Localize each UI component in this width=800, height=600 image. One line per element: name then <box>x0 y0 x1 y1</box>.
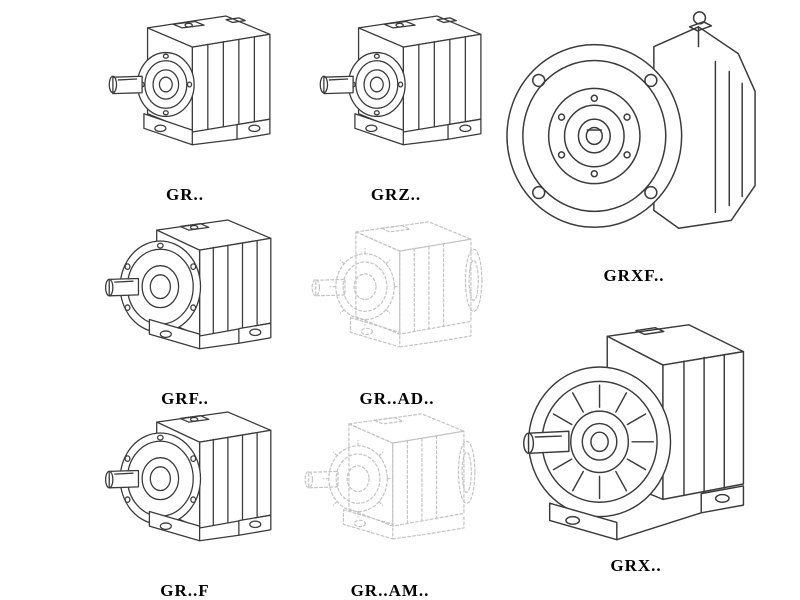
figure-label-grz: GRZ.. <box>370 185 422 204</box>
gear-reducer-drawing-gr <box>89 6 281 184</box>
figure-label-gr-f: GR..F <box>160 581 210 600</box>
gear-reducer-drawing-gr-ad <box>292 210 502 388</box>
figure-gr-f: GR..F <box>89 402 281 600</box>
figure-label-gr-am: GR..AM.. <box>350 581 430 600</box>
gear-reducer-drawing-gr-am <box>285 402 495 580</box>
figure-label-grx: GRX.. <box>610 556 662 575</box>
gear-reducer-drawing-grx <box>492 296 780 555</box>
figure-label-grxf: GRXF.. <box>603 266 665 285</box>
gear-reducer-drawing-grxf <box>495 2 773 265</box>
figure-grf: GRF.. <box>89 210 281 408</box>
figure-label-grf: GRF.. <box>161 389 209 408</box>
figure-gr-am: GR..AM.. <box>285 402 495 600</box>
gear-reducer-drawing-grf <box>89 210 281 388</box>
figure-label-gr-ad: GR..AD.. <box>359 389 435 408</box>
gear-reducer-drawing-grz <box>300 6 492 184</box>
figure-gr: GR.. <box>89 6 281 204</box>
figure-gr-ad: GR..AD.. <box>292 210 502 408</box>
gear-reducer-drawing-gr-f <box>89 402 281 580</box>
figure-grx: GRX.. <box>492 296 780 575</box>
figure-grxf: GRXF.. <box>495 2 773 285</box>
figure-label-gr: GR.. <box>166 185 204 204</box>
figure-grz: GRZ.. <box>300 6 492 204</box>
